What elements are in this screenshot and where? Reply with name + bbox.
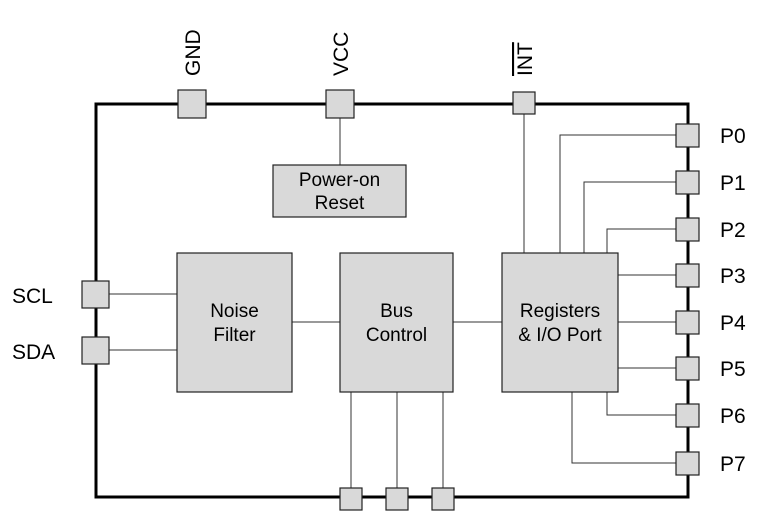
pin-p0 (675, 123, 700, 148)
wire-p2 (606, 228, 676, 253)
pin-p3 (675, 263, 700, 288)
pin-bottom-b (385, 487, 409, 511)
wiring (108, 112, 676, 488)
block-power-on-reset: Power-on Reset (272, 164, 407, 218)
pin-p2 (675, 217, 700, 242)
pin-gnd (177, 89, 207, 119)
label-p1: P1 (720, 172, 746, 195)
pin-p5 (675, 356, 700, 381)
pin-p4 (675, 310, 700, 335)
pin-p1 (675, 170, 700, 195)
label-p4: P4 (720, 312, 746, 335)
noise-filter-line2: Filter (213, 325, 256, 346)
registers-line1: Registers (520, 301, 600, 322)
label-p0: P0 (720, 125, 746, 148)
label-p2: P2 (720, 219, 746, 242)
pin-p7 (675, 451, 700, 476)
registers-line2: & I/O Port (518, 325, 602, 346)
port-pins (675, 123, 700, 476)
bus-control-line2: Control (366, 325, 427, 346)
power-on-reset-line2: Reset (315, 193, 365, 214)
pin-int (512, 91, 536, 115)
label-int: INT (514, 42, 537, 76)
wire-p7 (571, 392, 676, 464)
wire-p0 (559, 134, 676, 253)
pin-bottom-c (431, 487, 455, 511)
pin-sda (81, 336, 110, 365)
pin-scl (81, 280, 110, 309)
label-vcc: VCC (330, 32, 353, 76)
pin-vcc (325, 89, 355, 119)
block-registers-io-port: Registers & I/O Port (501, 252, 619, 393)
block-bus-control: Bus Control (339, 252, 454, 393)
wire-p1 (583, 181, 676, 253)
label-gnd: GND (182, 29, 205, 76)
label-p7: P7 (720, 453, 746, 476)
noise-filter-line1: Noise (210, 301, 259, 322)
label-p5: P5 (720, 358, 746, 381)
block-noise-filter: Noise Filter (176, 252, 293, 393)
bus-control-line1: Bus (380, 301, 413, 322)
power-on-reset-line1: Power-on (299, 170, 380, 191)
label-sda: SDA (12, 341, 55, 364)
label-p3: P3 (720, 265, 746, 288)
label-scl: SCL (12, 285, 53, 308)
pin-bottom-a (339, 487, 363, 511)
label-p6: P6 (720, 405, 746, 428)
wire-p6 (606, 392, 676, 416)
pin-p6 (675, 403, 700, 428)
